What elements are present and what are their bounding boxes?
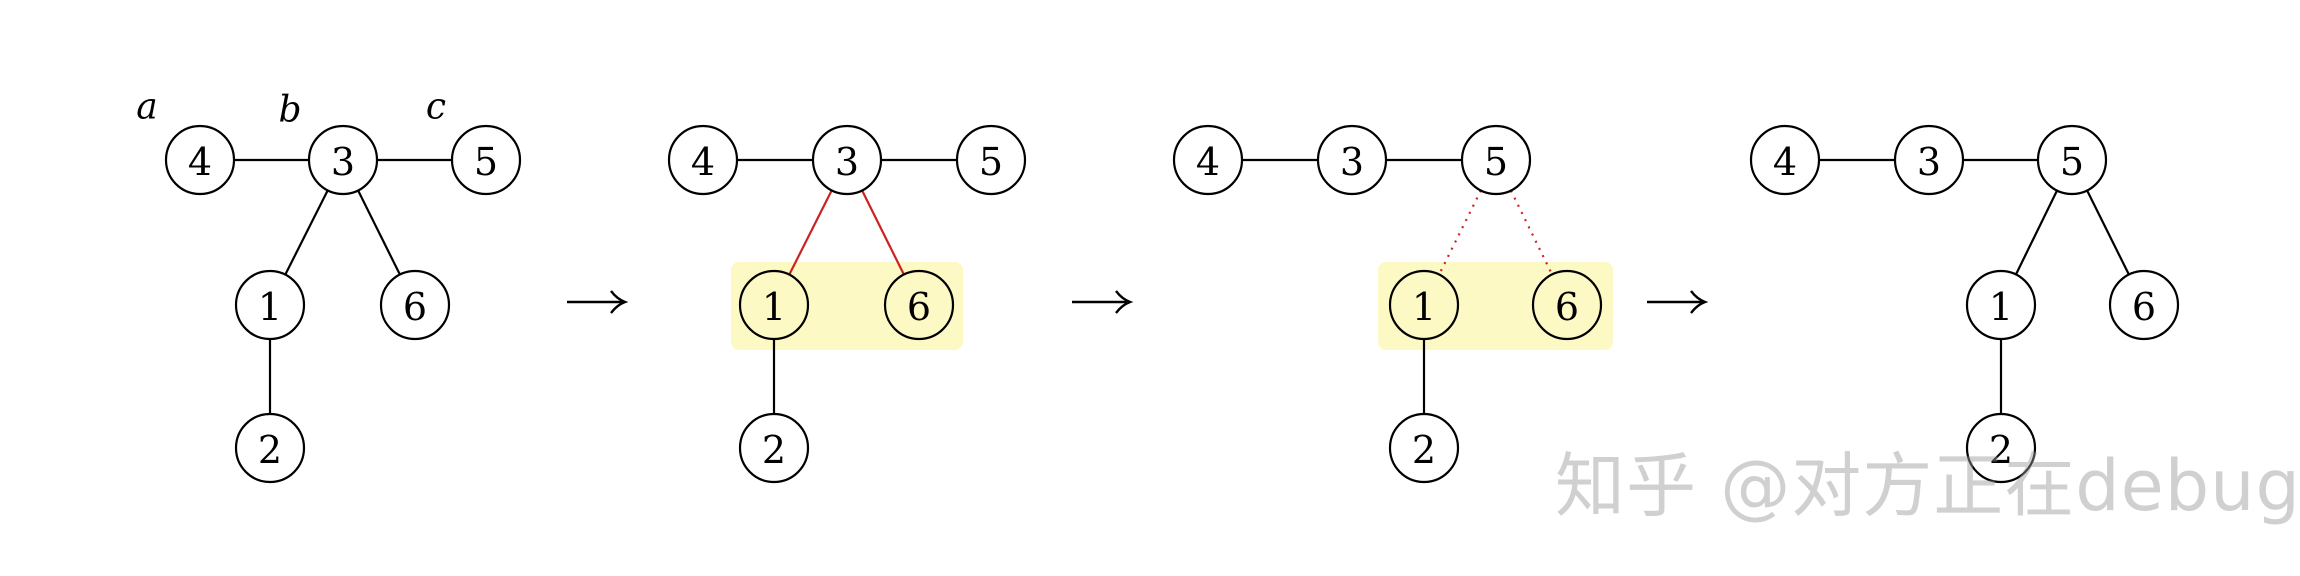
node-3: 3 [811, 124, 883, 196]
node-3: 3 [307, 124, 379, 196]
edge-5-1-dotted [1438, 189, 1482, 276]
node-label: 5 [979, 140, 1003, 184]
node-circle [1460, 124, 1532, 196]
node-label: 3 [835, 140, 859, 184]
node-6: 6 [379, 269, 451, 341]
node-circle [234, 269, 306, 341]
var-label-c: c [426, 87, 446, 128]
node-circle [738, 412, 810, 484]
node-label: 2 [762, 428, 786, 472]
node-circle [1388, 412, 1460, 484]
node-label: 2 [258, 428, 282, 472]
node-label: 3 [1340, 140, 1364, 184]
node-circle [379, 269, 451, 341]
node-4: 4 [164, 124, 236, 196]
node-circle [1965, 412, 2037, 484]
watermark-text: 知乎 @对方正在debug [1555, 445, 2300, 527]
node-4: 4 [667, 124, 739, 196]
node-5: 5 [2036, 124, 2108, 196]
node-circle [1749, 124, 1821, 196]
node-label: 6 [403, 285, 427, 329]
node-circle [234, 412, 306, 484]
node-1: 1 [738, 269, 810, 341]
panel-2: 4 3 5 1 6 2 [667, 124, 1027, 484]
edge-5-6 [2086, 189, 2130, 276]
node-label: 1 [1989, 285, 2013, 329]
node-label: 5 [1484, 140, 1508, 184]
node-circle [307, 124, 379, 196]
node-label: 5 [474, 140, 498, 184]
node-circle [667, 124, 739, 196]
node-circle [738, 269, 810, 341]
node-circle [1531, 269, 1603, 341]
node-circle [1316, 124, 1388, 196]
node-circle [1388, 269, 1460, 341]
node-circle [811, 124, 883, 196]
node-label: 4 [1196, 140, 1220, 184]
node-circle [1893, 124, 1965, 196]
node-label: 3 [1917, 140, 1941, 184]
node-5: 5 [1460, 124, 1532, 196]
edge-3-1 [284, 189, 329, 276]
node-1: 1 [1965, 269, 2037, 341]
panel-1: 4 3 5 1 6 2 a b c [136, 87, 522, 484]
var-label-a: a [136, 87, 157, 128]
edge-5-6-dotted [1509, 190, 1554, 275]
node-3: 3 [1893, 124, 1965, 196]
edge-3-1-red [788, 189, 833, 276]
node-circle [1965, 269, 2037, 341]
node-2: 2 [738, 412, 810, 484]
node-label: 3 [331, 140, 355, 184]
node-circle [955, 124, 1027, 196]
node-label: 1 [762, 285, 786, 329]
node-6: 6 [883, 269, 955, 341]
node-6: 6 [2108, 269, 2180, 341]
node-circle [883, 269, 955, 341]
node-circle [2036, 124, 2108, 196]
node-label: 6 [2132, 285, 2156, 329]
node-1: 1 [1388, 269, 1460, 341]
panel-3: 4 3 5 1 6 2 [1172, 124, 1613, 484]
node-5: 5 [955, 124, 1027, 196]
node-label: 4 [188, 140, 212, 184]
right-arrow-icon [1072, 290, 1134, 314]
node-label: 4 [1773, 140, 1797, 184]
node-3: 3 [1316, 124, 1388, 196]
node-5: 5 [450, 124, 522, 196]
var-label-b: b [278, 90, 301, 131]
edge-3-6 [357, 189, 401, 276]
right-arrow-icon [567, 290, 629, 314]
node-circle [164, 124, 236, 196]
node-2: 2 [1388, 412, 1460, 484]
node-circle [2108, 269, 2180, 341]
node-label: 6 [907, 285, 931, 329]
edge-5-1 [2014, 190, 2059, 275]
node-2: 2 [1965, 412, 2037, 484]
node-label: 6 [1555, 285, 1579, 329]
node-4: 4 [1749, 124, 1821, 196]
node-label: 2 [1989, 428, 2013, 472]
node-label: 4 [691, 140, 715, 184]
node-1: 1 [234, 269, 306, 341]
edge-3-6-red [861, 189, 905, 276]
node-circle [1172, 124, 1244, 196]
node-label: 1 [1412, 285, 1436, 329]
right-arrow-icon [1647, 290, 1709, 314]
node-6: 6 [1531, 269, 1603, 341]
panel-4: 4 3 5 1 6 2 [1749, 124, 2180, 484]
node-circle [450, 124, 522, 196]
node-4: 4 [1172, 124, 1244, 196]
node-2: 2 [234, 412, 306, 484]
node-label: 1 [258, 285, 282, 329]
node-label: 2 [1412, 428, 1436, 472]
node-label: 5 [2060, 140, 2084, 184]
